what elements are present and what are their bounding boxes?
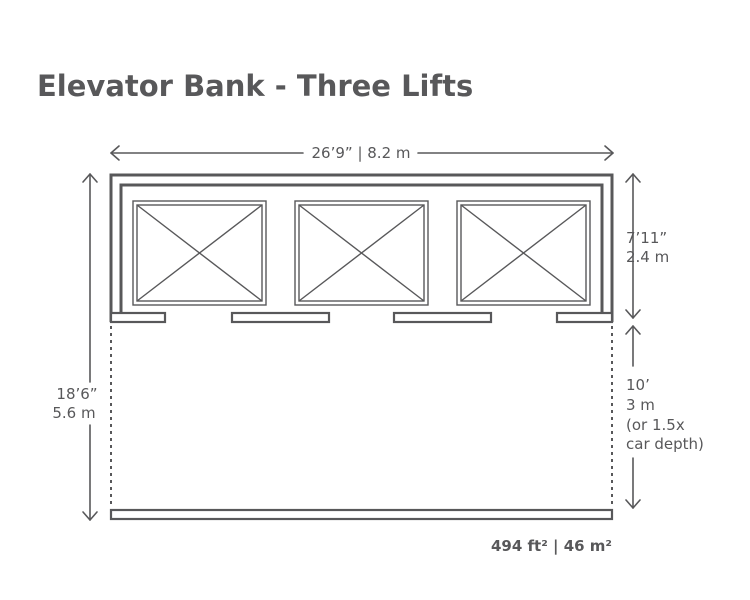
lobby-depth-label-imperial: 10’ xyxy=(626,376,650,394)
lobby-depth-dimension: 10’ 3 m (or 1.5x car depth) xyxy=(625,325,704,509)
depth-dimension: 18’6” 5.6 m xyxy=(52,173,98,521)
lobby-depth-note-line1: (or 1.5x xyxy=(626,416,685,434)
car-depth-label-imperial: 7’11” xyxy=(626,229,667,247)
lobby-depth-note-line2: car depth) xyxy=(626,435,704,453)
lobby-area xyxy=(109,326,614,521)
elevator-car-2 xyxy=(294,200,429,306)
depth-label-imperial: 18’6” xyxy=(56,385,97,403)
area-label: 494 ft² | 46 m² xyxy=(491,537,612,556)
width-dimension: 26’9” | 8.2 m xyxy=(110,144,614,162)
lobby-depth-label-metric: 3 m xyxy=(626,396,655,414)
elevator-car-3 xyxy=(456,200,591,306)
width-label: 26’9” | 8.2 m xyxy=(312,144,411,162)
depth-label-metric: 5.6 m xyxy=(52,404,95,422)
page-title: Elevator Bank - Three Lifts xyxy=(37,69,473,103)
elevator-car-1 xyxy=(132,200,267,306)
car-depth-dimension: 7’11” 2.4 m xyxy=(625,173,669,319)
elevator-shaft xyxy=(109,173,614,322)
front-wall-segments xyxy=(109,311,614,324)
car-depth-label-metric: 2.4 m xyxy=(626,248,669,266)
